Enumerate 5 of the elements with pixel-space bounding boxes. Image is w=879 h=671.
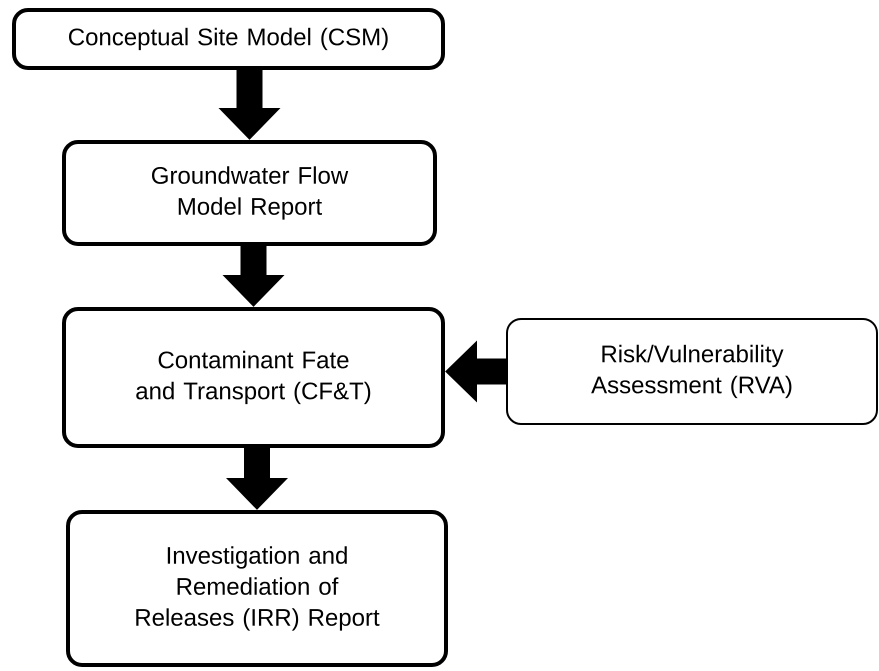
process-box: Conceptual Site Model (CSM) (12, 8, 445, 70)
process-box: Contaminant Fate and Transport (CF&T) (62, 306, 445, 448)
process-box: Groundwater Flow Model Report (62, 140, 437, 246)
process-box: Investigation and Remediation of Releases (IRR) Report (66, 510, 448, 667)
process-box: Risk/Vulnerability Assessment (RVA) (506, 318, 878, 425)
